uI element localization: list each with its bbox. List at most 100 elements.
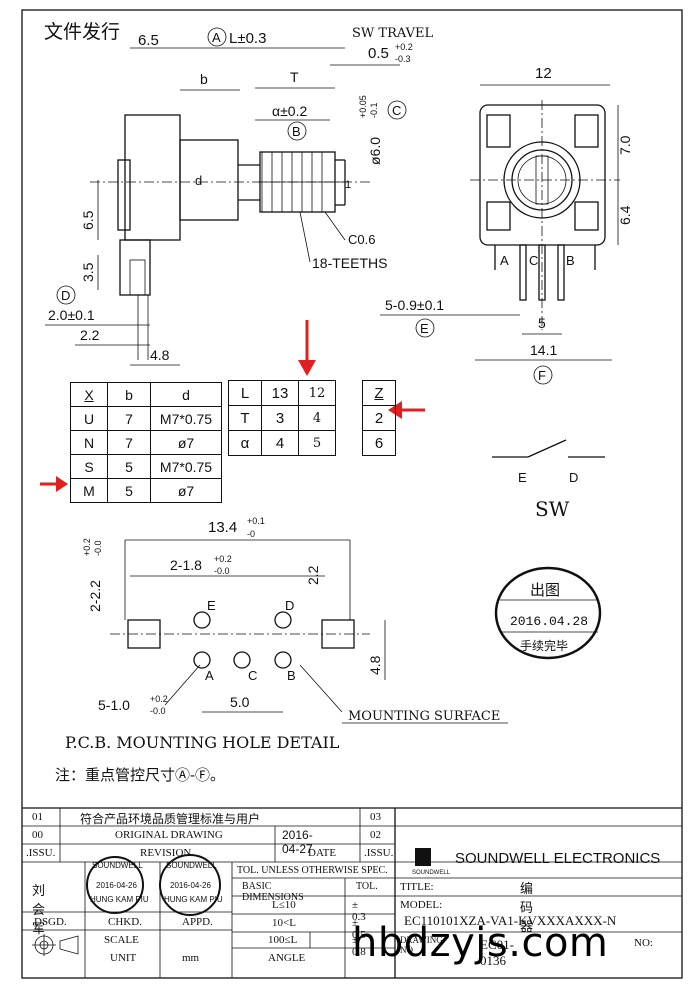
- issu: .ISSU.: [26, 847, 56, 859]
- t2-cell: L: [228, 380, 262, 406]
- title-val: 编码器: [520, 881, 534, 934]
- pcb-d22: 2.2: [305, 565, 321, 585]
- tol-row1-val: ± 0.3: [352, 899, 366, 923]
- unit-val: mm: [182, 952, 200, 964]
- t2-cell: 12: [298, 380, 336, 406]
- r03: 03: [370, 811, 381, 823]
- dim-alpha: α±0.2: [272, 103, 307, 119]
- pcb-holes-up: +0.2: [150, 694, 168, 704]
- stamp2-place: HUNG KAM PIU: [164, 895, 223, 904]
- pcb-lbl-c: C: [248, 668, 257, 683]
- pcb-w18-dn: -0.0: [214, 566, 230, 576]
- t1-cell: M7*0.75: [150, 454, 222, 479]
- dim-d: d: [195, 173, 202, 188]
- rev00-desc: ORIGINAL DRAWING: [115, 829, 223, 841]
- pcb-lbl-d: D: [285, 598, 294, 613]
- ref-f: F: [538, 368, 546, 383]
- sw-travel: SW TRAVEL: [352, 26, 433, 41]
- pcb-w18: 2-1.8: [170, 557, 202, 573]
- table-row: L 13 12: [228, 380, 336, 406]
- sw-val: 0.5: [368, 45, 389, 62]
- sw-e: E: [518, 470, 527, 485]
- t2-cell: 4: [298, 405, 336, 431]
- pcb-h22-up: +0.2: [82, 538, 92, 556]
- front-w12: 12: [535, 65, 552, 82]
- front-view: 12 7.0 6.4 A C B 5-0.9±0.1 E 5 14.1 F: [380, 65, 633, 385]
- dim-c06: C0.6: [348, 232, 375, 247]
- t1-cell: M7*0.75: [150, 406, 222, 431]
- tol-row3-val: ± 0.8: [352, 934, 366, 958]
- dim-t: T: [290, 69, 299, 85]
- left-3-5: 3.5: [80, 262, 96, 282]
- front-h64: 6.4: [617, 205, 633, 225]
- stamp1-date: 2016-04-26: [96, 881, 137, 890]
- signature-stamps: SOUNDWELL 2016-04-26 HUNG KAM PIU SOUNDW…: [86, 854, 223, 916]
- ref-e: E: [420, 321, 429, 336]
- revision: REVISION: [140, 847, 192, 859]
- pcb-d48: 4.8: [367, 655, 383, 675]
- tol-row1: L≤10: [272, 899, 296, 911]
- stamp-bottom: 手续完毕: [520, 638, 568, 653]
- dim-b: b: [200, 71, 208, 87]
- dim-shaft-up: +0.05: [358, 95, 368, 118]
- t1-h-x: X: [70, 382, 108, 407]
- left-6-5: 6.5: [80, 210, 96, 230]
- stamp1-text: SOUNDWELL: [92, 861, 143, 870]
- sw-label: SW: [535, 497, 570, 521]
- dim-shaft-dn: -0.1: [369, 102, 379, 118]
- front-pins: 5-0.9±0.1: [385, 297, 444, 313]
- pcb-w134: 13.4: [208, 519, 237, 536]
- table-row: U 7 M7*0.75: [70, 406, 222, 431]
- dim-shaft: ø6.0: [367, 137, 383, 165]
- no-lbl: NO:: [634, 937, 653, 949]
- t1-cell: 7: [107, 430, 151, 455]
- table-l-t-alpha: L 13 12 T 3 4 α 4 5: [228, 380, 336, 456]
- basic-dim: BASIC DIMENSIONS: [242, 881, 304, 903]
- t1-cell: N: [70, 430, 108, 455]
- table-row: S 5 M7*0.75: [70, 454, 222, 479]
- company-logo: SOUNDWELL: [412, 848, 451, 876]
- front-h70: 7.0: [617, 135, 633, 155]
- appd: APPD.: [182, 916, 213, 928]
- stamp1-place: HUNG KAM PIU: [90, 895, 149, 904]
- t1-cell: U: [70, 406, 108, 431]
- t3-cell: 2: [362, 405, 396, 431]
- pcb-holes-dn: -0.0: [150, 706, 166, 716]
- t2-cell: 4: [261, 430, 299, 456]
- dim-l: L±0.3: [229, 30, 266, 47]
- mounting-surface: MOUNTING SURFACE: [348, 709, 500, 724]
- pcb-h22: 2-2.2: [87, 580, 103, 612]
- table-row: N 7 ø7: [70, 430, 222, 455]
- table-row: 2: [362, 405, 396, 431]
- model-lbl: MODEL:: [400, 899, 443, 911]
- table-x-b-d: X b d U 7 M7*0.75 N 7 ø7 S 5 M7*0.75 M 5…: [70, 382, 222, 503]
- tol-row2: 10<L: [272, 917, 296, 929]
- t1-cell: M: [70, 478, 108, 503]
- tol-row3: 100≤L: [268, 934, 298, 946]
- left-4-8: 4.8: [150, 347, 170, 363]
- chkd: CHKD.: [108, 916, 142, 928]
- sheet-border: [21, 9, 683, 979]
- title-lbl: TITLE:: [400, 881, 434, 893]
- t1-cell: S: [70, 454, 108, 479]
- drawing-val: EC01-0136: [480, 937, 514, 968]
- pcb-lbl-a: A: [205, 668, 214, 683]
- issu2: .ISSU.: [364, 847, 394, 859]
- sw-tol-dn: -0.3: [395, 54, 411, 64]
- table-z: Z 2 6: [362, 380, 396, 456]
- t2-cell: 13: [261, 380, 299, 406]
- t1-h-b: b: [107, 382, 151, 407]
- pcb-lbl-e: E: [207, 598, 216, 613]
- t1-cell: 7: [107, 406, 151, 431]
- pcb-detail: 13.4 +0.1 -0 2-2.2 +0.2 -0.0 2-1.8 +0.2 …: [55, 516, 508, 784]
- drawing-lbl: DRAWING NO: [400, 935, 443, 955]
- table-row: α 4 5: [228, 430, 336, 456]
- table-row: 6: [362, 430, 396, 456]
- t1-cell: ø7: [150, 478, 222, 503]
- ref-b: B: [292, 124, 301, 139]
- switch-symbol: E D SW: [492, 439, 605, 521]
- date-lbl: DATE: [308, 847, 337, 859]
- sw-tol-up: +0.2: [395, 42, 413, 52]
- pcb-holes: 5-1.0: [98, 697, 130, 713]
- table-row: M 5 ø7: [70, 478, 222, 503]
